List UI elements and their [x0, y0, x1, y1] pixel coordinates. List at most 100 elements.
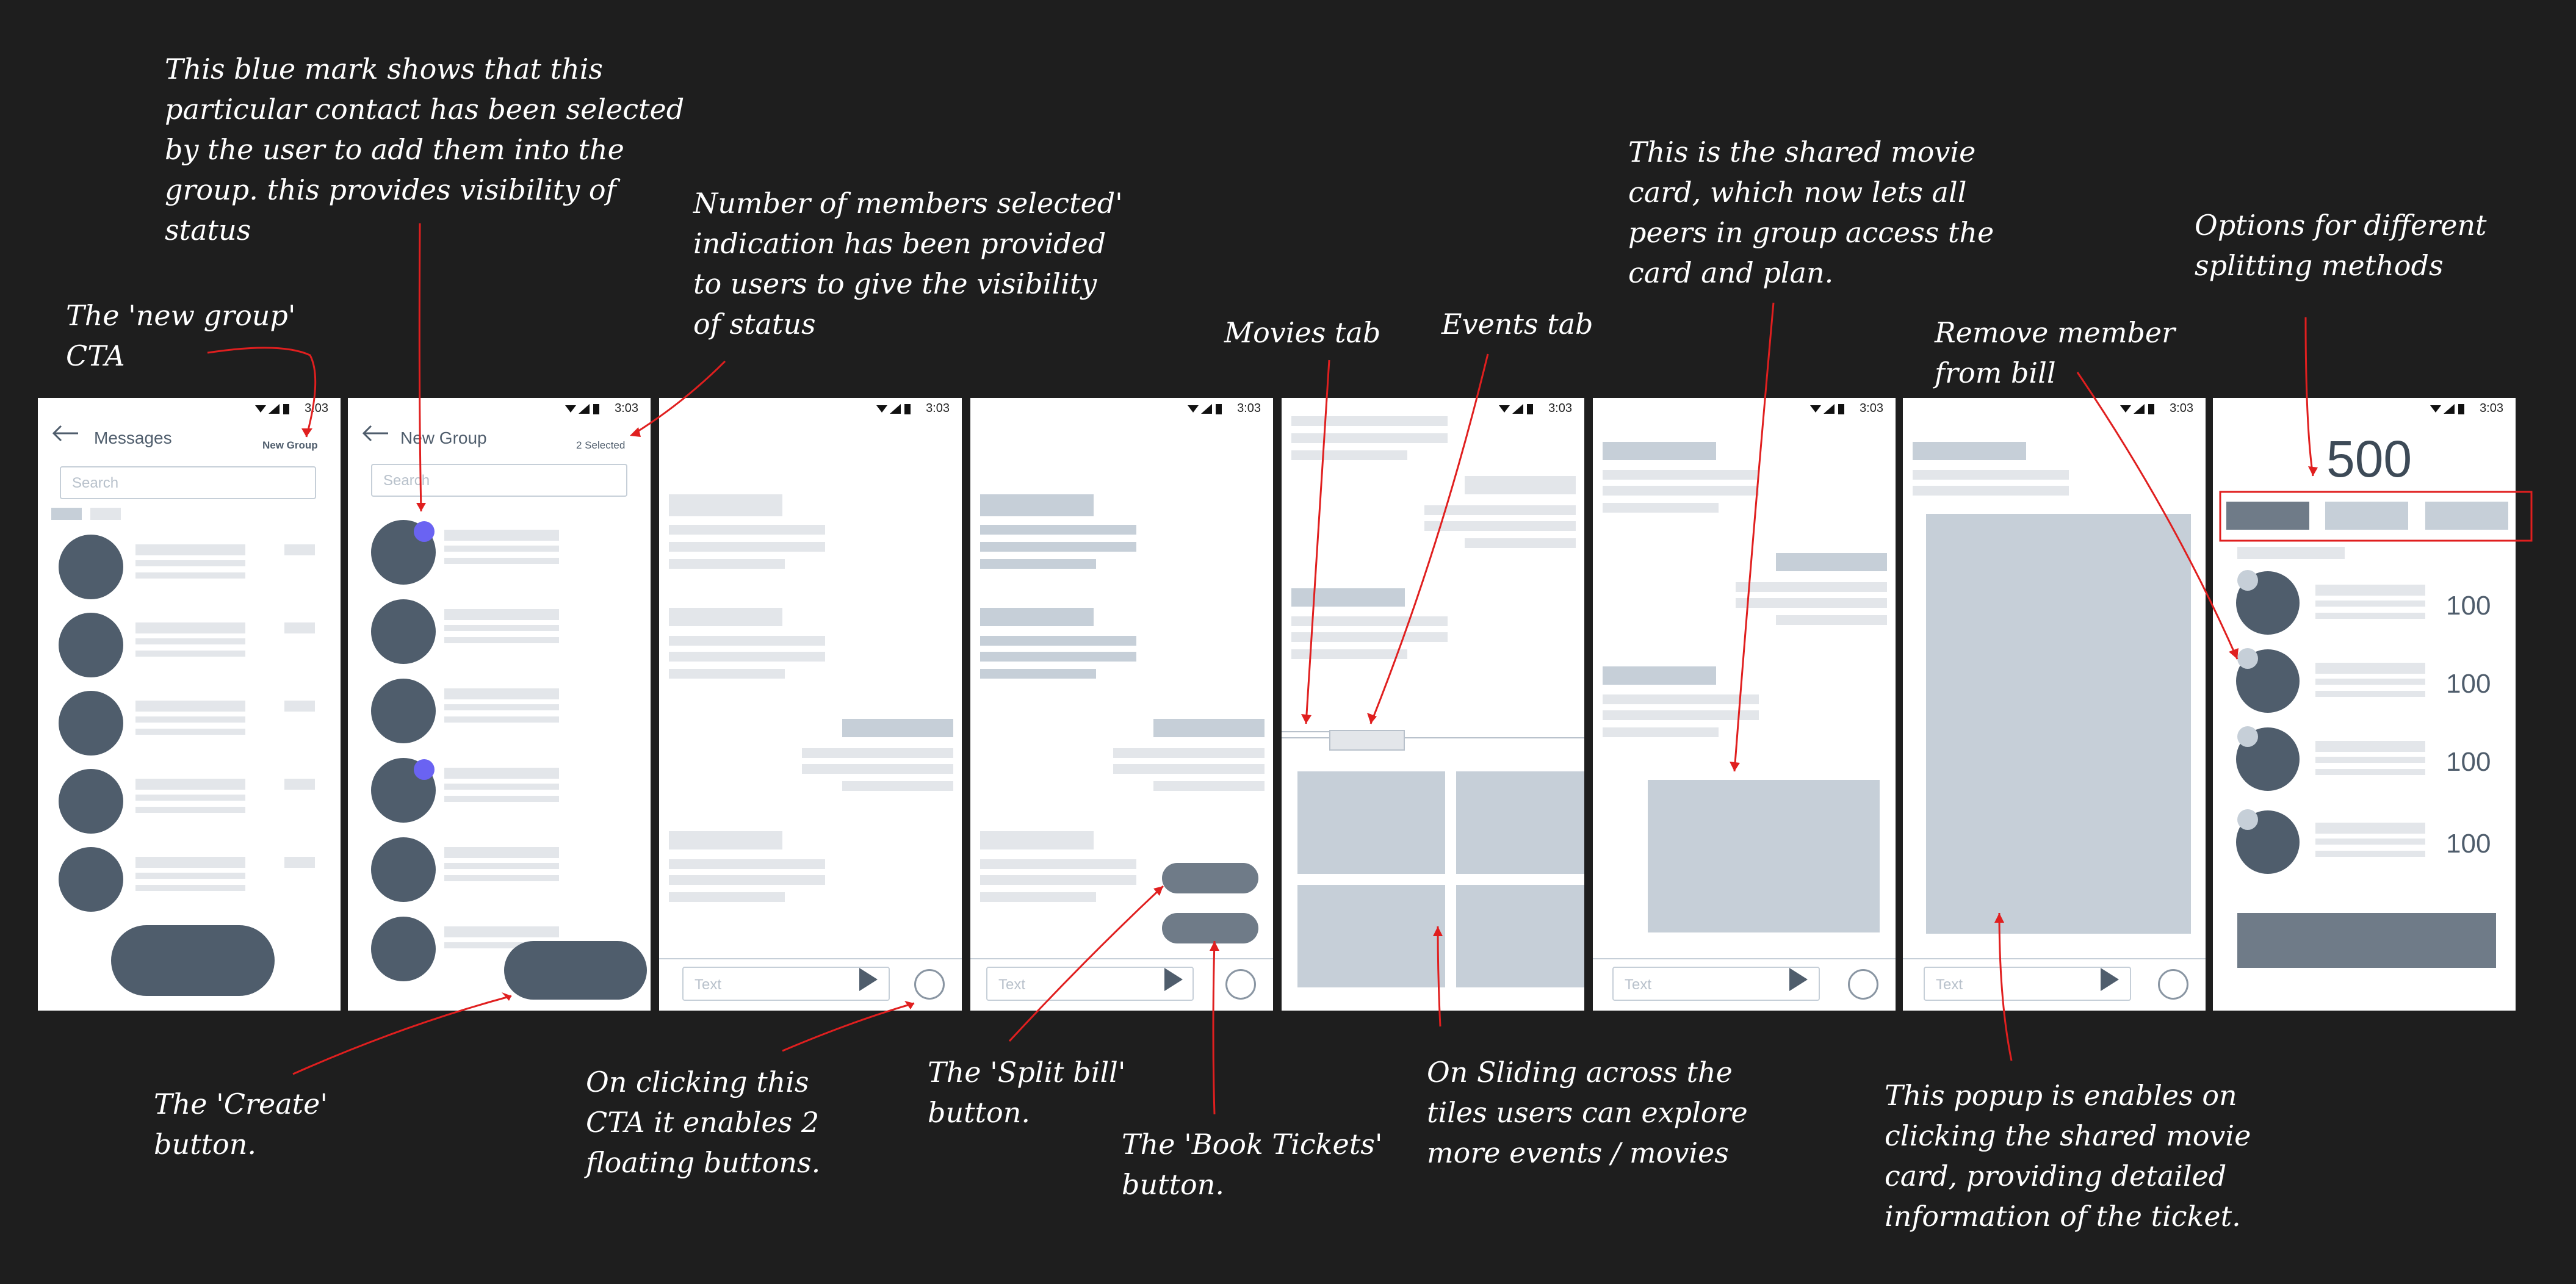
status-time: 3:03	[2170, 402, 2193, 415]
screen-split-bill: 3:03 500 100 100 100 100	[2213, 398, 2516, 1011]
avatar	[59, 691, 123, 756]
annotation-popup: This popup is enables on clicking the sh…	[1885, 1079, 2251, 1233]
movie-tile[interactable]	[1297, 771, 1445, 874]
selected-count: 2 Selected	[576, 439, 626, 451]
floating-action-button[interactable]	[111, 925, 275, 996]
ticket-popup[interactable]	[1926, 514, 2191, 934]
back-arrow-icon[interactable]	[51, 425, 79, 442]
contact-avatar[interactable]	[371, 679, 436, 743]
screen-group-chat: 3:03 Text	[659, 398, 962, 1011]
remove-member-icon[interactable]	[2237, 570, 2258, 591]
movie-tile[interactable]	[1456, 771, 1584, 874]
annotation-remove-member: Remove member from bill	[1935, 316, 2176, 389]
annotation-floating-buttons: On clicking this CTA it enables 2 floati…	[586, 1066, 821, 1179]
send-icon[interactable]	[1789, 968, 1808, 991]
annotation-split-bill: The 'Split bill' button.	[928, 1056, 1126, 1129]
split-option-tab[interactable]	[2325, 502, 2408, 530]
contact-avatar[interactable]	[371, 917, 436, 981]
avatar	[59, 847, 123, 912]
confirm-split-button[interactable]	[2237, 913, 2496, 968]
search-input[interactable]: Search	[371, 464, 627, 497]
back-arrow-icon[interactable]	[361, 425, 389, 442]
status-icons	[1499, 404, 1533, 414]
member-amount: 100	[2446, 591, 2491, 621]
tab-movies[interactable]	[1282, 731, 1329, 738]
status-icons	[2430, 404, 2464, 414]
remove-member-icon[interactable]	[2237, 809, 2258, 830]
status-time: 3:03	[926, 402, 950, 415]
status-icons	[565, 404, 599, 414]
plus-cta-button[interactable]	[1225, 969, 1256, 1000]
annotation-members-selected: Number of members selected' indication h…	[693, 187, 1123, 341]
movie-tile[interactable]	[1297, 885, 1445, 987]
contact-avatar[interactable]	[371, 599, 436, 664]
annotation-blue-mark: This blue mark shows that this particula…	[165, 52, 685, 247]
plus-cta-button[interactable]	[1848, 969, 1878, 1000]
send-icon[interactable]	[2101, 968, 2119, 991]
status-icons	[2120, 404, 2154, 414]
send-icon[interactable]	[859, 968, 878, 991]
status-time: 3:03	[615, 402, 638, 415]
status-time: 3:03	[1860, 402, 1883, 415]
status-time: 3:03	[305, 402, 328, 415]
send-icon[interactable]	[1164, 968, 1183, 991]
plus-cta-button[interactable]	[914, 969, 945, 1000]
create-button[interactable]	[504, 941, 647, 1000]
annotation-events-tab: Events tab	[1441, 308, 1593, 341]
screen-ticket-popup: 3:03 Text	[1903, 398, 2206, 1011]
annotation-new-group-cta: The 'new group' CTA	[66, 299, 296, 372]
page-title: Messages	[94, 428, 172, 447]
annotation-sliding-tiles: On Sliding across the tiles users can ex…	[1427, 1056, 1748, 1169]
member-amount: 100	[2446, 669, 2491, 699]
page-title: New Group	[400, 428, 487, 447]
member-amount: 100	[2446, 829, 2491, 859]
filter-chip[interactable]	[90, 508, 121, 520]
screen-floating-buttons: 3:03 Text	[970, 398, 1273, 1011]
message-input[interactable]: Text	[1612, 967, 1820, 1001]
book-tickets-button[interactable]	[1162, 913, 1258, 943]
annotation-movies-tab: Movies tab	[1224, 316, 1381, 349]
split-option-tab[interactable]	[2425, 502, 2508, 530]
annotation-shared-card: This is the shared movie card, which now…	[1628, 135, 1994, 289]
status-time: 3:03	[1237, 402, 1261, 415]
contact-avatar[interactable]	[371, 837, 436, 902]
message-input-bar: Text	[1593, 958, 1896, 1011]
message-input-bar: Text	[970, 958, 1273, 1011]
remove-member-icon[interactable]	[2237, 648, 2258, 669]
filter-chip[interactable]	[51, 508, 82, 520]
message-input[interactable]: Text	[682, 967, 890, 1001]
remove-member-icon[interactable]	[2237, 726, 2258, 747]
status-icons	[1188, 404, 1222, 414]
tab-events[interactable]	[1329, 730, 1405, 751]
split-bill-button[interactable]	[1162, 863, 1258, 893]
status-icons	[255, 404, 289, 414]
status-icons	[1810, 404, 1844, 414]
message-input-bar: Text	[1903, 958, 2206, 1011]
status-icons	[876, 404, 911, 414]
avatar	[59, 535, 123, 599]
selected-dot-icon	[414, 521, 435, 542]
screen-shared-card: 3:03 Text	[1593, 398, 1896, 1011]
status-time: 3:03	[2480, 402, 2503, 415]
screen-movies-events: 3:03	[1282, 398, 1584, 1011]
screen-messages: 3:03 Messages New Group Search	[38, 398, 341, 1011]
status-time: 3:03	[1548, 402, 1572, 415]
shared-movie-card[interactable]	[1648, 780, 1880, 932]
movie-tile[interactable]	[1456, 885, 1584, 987]
new-group-button[interactable]: New Group	[262, 439, 318, 451]
annotation-splitting-options: Options for different splitting methods	[2195, 209, 2487, 282]
annotation-create-button: The 'Create' button.	[154, 1087, 328, 1161]
message-input-bar: Text	[659, 958, 962, 1011]
selected-dot-icon	[414, 759, 435, 780]
message-input[interactable]: Text	[1924, 967, 2131, 1001]
annotation-book-tickets: The 'Book Tickets' button.	[1122, 1128, 1383, 1201]
message-input[interactable]: Text	[986, 967, 1194, 1001]
split-option-tab[interactable]	[2226, 502, 2309, 530]
member-amount: 100	[2446, 747, 2491, 777]
screen-new-group: 3:03 New Group 2 Selected Search	[348, 398, 651, 1011]
bill-total: 500	[2326, 430, 2412, 488]
avatar	[59, 769, 123, 834]
search-input[interactable]: Search	[60, 466, 316, 499]
avatar	[59, 613, 123, 677]
plus-cta-button[interactable]	[2158, 969, 2188, 1000]
